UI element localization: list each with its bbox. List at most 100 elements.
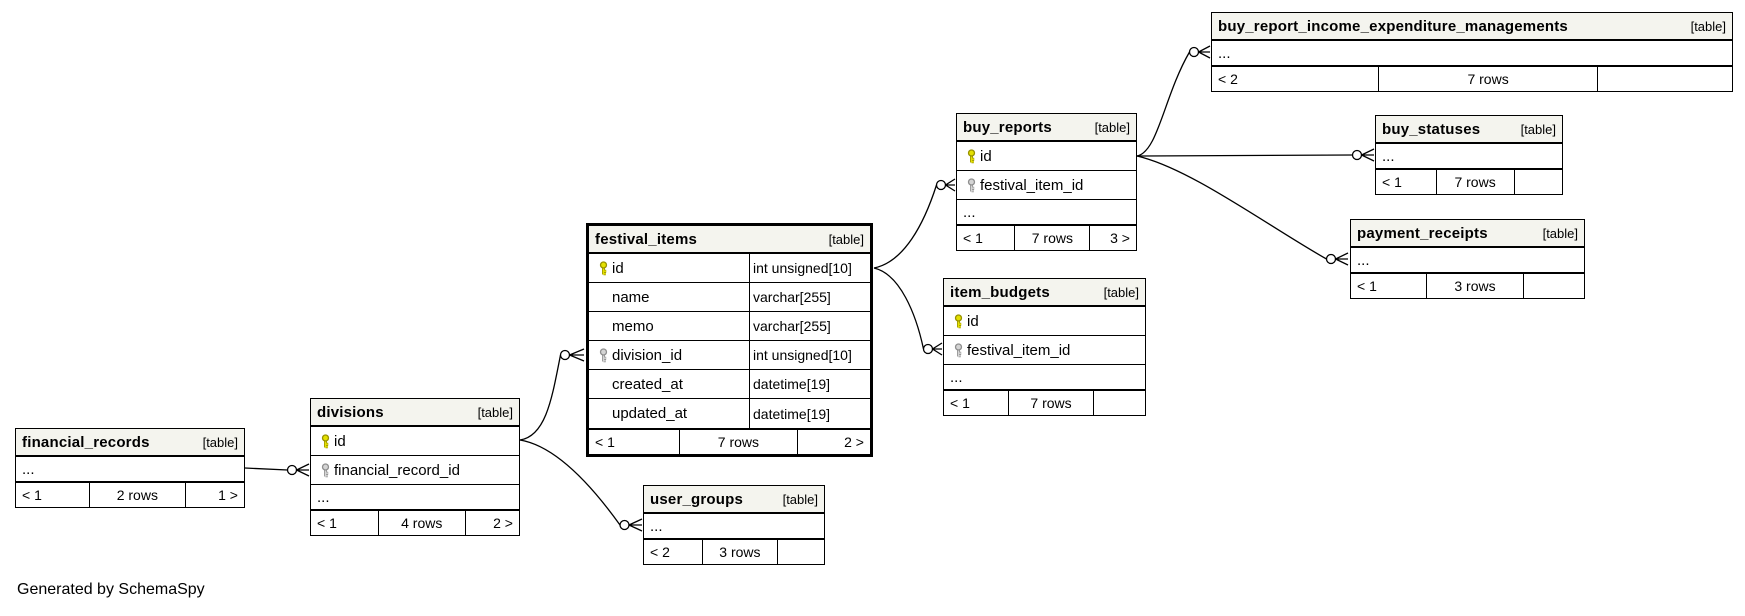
column-name-cell: festival_item_id <box>957 171 1136 199</box>
key-icon-slot <box>317 433 334 449</box>
column-type-cell: varchar[255] <box>749 283 870 311</box>
footer-row-count: 2 rows <box>88 483 185 507</box>
column-type: int unsigned[10] <box>753 260 852 276</box>
table-name[interactable]: item_budgets <box>950 283 1050 301</box>
table-node-buy_statuses[interactable]: buy_statuses[table]... < 1 7 rows <box>1375 115 1563 195</box>
table-name[interactable]: buy_statuses <box>1382 120 1481 138</box>
table-type-label: [table] <box>1542 225 1578 241</box>
table-name[interactable]: festival_items <box>595 230 698 248</box>
table-header: buy_reports[table] <box>957 114 1136 142</box>
footer-parents-count: 3 > <box>1089 226 1136 250</box>
column-name-cell: created_at <box>589 370 749 398</box>
table-footer: < 1 7 rows <box>1376 168 1562 194</box>
key-icon-slot <box>963 148 980 164</box>
primary-key-icon <box>967 148 976 163</box>
footer-row-count: 4 rows <box>377 511 465 535</box>
primary-key-icon <box>321 433 330 448</box>
table-header: financial_records [table] <box>16 429 244 457</box>
column-name-cell: id <box>311 427 519 455</box>
relationship-buy_reports.id--payment_receipts <box>1136 155 1349 266</box>
key-icon-slot <box>317 462 334 478</box>
relationship-buy_reports.id--buy_statuses <box>1136 148 1375 162</box>
footer-children-count: < 1 <box>963 230 983 246</box>
column-row-id: id <box>957 142 1136 171</box>
foreign-key-icon <box>321 462 330 477</box>
column-name: memo <box>612 317 654 335</box>
column-name: festival_item_id <box>967 341 1071 359</box>
column-row-festival_item_id: festival_item_id <box>957 171 1136 200</box>
footer-children-count: < 1 <box>1382 174 1402 190</box>
column-name-cell: memo <box>589 312 749 340</box>
column-type: varchar[255] <box>753 289 831 305</box>
column-row-id: id int unsigned[10] <box>589 254 870 283</box>
table-name[interactable]: buy_reports <box>963 118 1052 136</box>
footer-parents-count <box>1596 67 1732 91</box>
column-name: id <box>334 432 346 450</box>
more-columns-row: ... <box>1357 251 1370 269</box>
footer-row-count: 7 rows <box>678 430 797 454</box>
primary-key-icon <box>954 313 963 328</box>
column-name: id <box>612 259 624 277</box>
footer-parents-count <box>1092 391 1145 415</box>
footer-row-count: 3 rows <box>1425 274 1524 298</box>
footer-row-count: 7 rows <box>1014 226 1089 250</box>
column-name-cell: financial_record_id <box>311 456 519 484</box>
column-row-id: id <box>944 307 1145 336</box>
column-row-festival_item_id: festival_item_id <box>944 336 1145 365</box>
relationship-divisions.id--festival_items.division_id <box>519 348 585 441</box>
foreign-key-icon <box>599 347 608 362</box>
table-name[interactable]: user_groups <box>650 490 744 508</box>
table-type-label: [table] <box>202 434 238 450</box>
table-header: festival_items [table] <box>589 226 870 254</box>
table-type-label: [table] <box>1690 18 1726 34</box>
table-header: user_groups[table] <box>644 486 824 514</box>
table-node-payment_receipts[interactable]: payment_receipts [table]... < 1 3 rows <box>1350 219 1585 299</box>
table-header: buy_statuses[table] <box>1376 116 1562 144</box>
footer-row-count: 7 rows <box>1008 391 1092 415</box>
table-node-buy_reports[interactable]: buy_reports[table]id festival_item_id... <… <box>956 113 1137 251</box>
column-type-cell: varchar[255] <box>749 312 870 340</box>
more-columns-row: ... <box>1382 147 1395 165</box>
column-type: int unsigned[10] <box>753 347 852 363</box>
footer-children-count: < 1 <box>1357 278 1377 294</box>
relationship-financial_records--divisions.financial_record_id <box>244 463 310 477</box>
more-columns-row: ... <box>22 460 35 478</box>
column-name: id <box>980 147 992 165</box>
column-name-cell: id <box>589 254 749 282</box>
table-name[interactable]: financial_records <box>22 433 150 451</box>
table-name[interactable]: payment_receipts <box>1357 224 1488 242</box>
primary-key-icon <box>599 260 608 275</box>
footer-row-count: 7 rows <box>1435 170 1514 194</box>
column-type: datetime[19] <box>753 376 831 392</box>
column-name: division_id <box>612 346 683 364</box>
column-type-cell: int unsigned[10] <box>749 341 870 369</box>
key-icon-slot <box>963 177 980 193</box>
table-type-label: [table] <box>828 231 864 247</box>
table-name[interactable]: buy_report_income_expenditure_management… <box>1218 17 1568 35</box>
table-name[interactable]: divisions <box>317 403 384 421</box>
column-name-cell: festival_item_id <box>944 336 1145 364</box>
column-name-cell: id <box>944 307 1145 335</box>
column-type-cell: datetime[19] <box>749 370 870 398</box>
table-node-buy_report_income_expenditure_managements[interactable]: buy_report_income_expenditure_management… <box>1211 12 1733 92</box>
table-header: divisions[table] <box>311 399 519 427</box>
footer-children-count: < 1 <box>595 434 615 450</box>
footer-parents-count: 1 > <box>184 483 244 507</box>
column-type: varchar[255] <box>753 318 831 334</box>
more-columns-row: ... <box>963 203 976 221</box>
column-name: financial_record_id <box>334 461 460 479</box>
column-name-cell: name <box>589 283 749 311</box>
footer-children-count: < 2 <box>650 544 670 560</box>
